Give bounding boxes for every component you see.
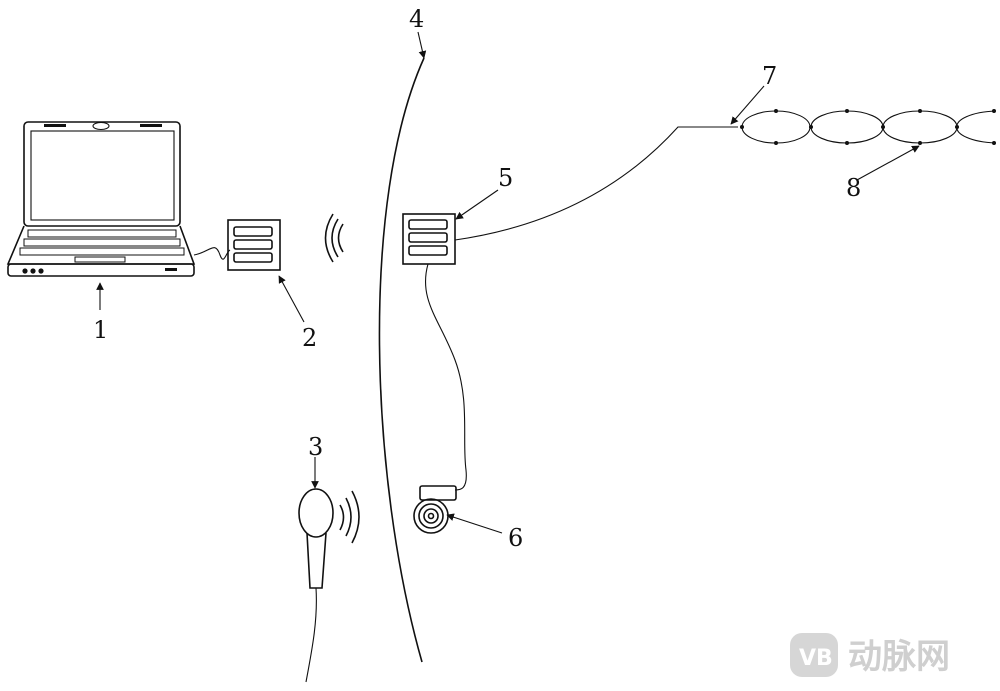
- laptop-icon: [6, 121, 196, 277]
- sensor-chain-icon: [740, 109, 997, 145]
- watermark-badge: VB: [799, 646, 833, 671]
- speaker-cable: [424, 263, 467, 491]
- label-8: 8: [846, 174, 861, 202]
- label-4: 4: [409, 5, 424, 33]
- label-5: 5: [498, 164, 513, 192]
- boundary-line-4: [378, 57, 425, 663]
- laptop-cable: [193, 247, 231, 260]
- watermark-text: 动脉网: [848, 637, 950, 677]
- label-7: 7: [762, 62, 777, 90]
- module-5-icon: [402, 213, 456, 265]
- microphone-icon: [298, 488, 334, 683]
- label-2: 2: [302, 324, 317, 352]
- label-6: 6: [508, 524, 523, 552]
- sensor-cable: [454, 126, 738, 241]
- watermark-logo: VB 动脉网: [790, 633, 950, 677]
- label-3: 3: [308, 433, 323, 461]
- speaker-wave-icon: [339, 490, 360, 544]
- label-1: 1: [93, 316, 108, 344]
- speaker-icon: [413, 485, 457, 534]
- module-2-icon: [227, 219, 281, 271]
- wireless-signal-icon: [324, 213, 344, 263]
- leader-lines: [96, 31, 920, 534]
